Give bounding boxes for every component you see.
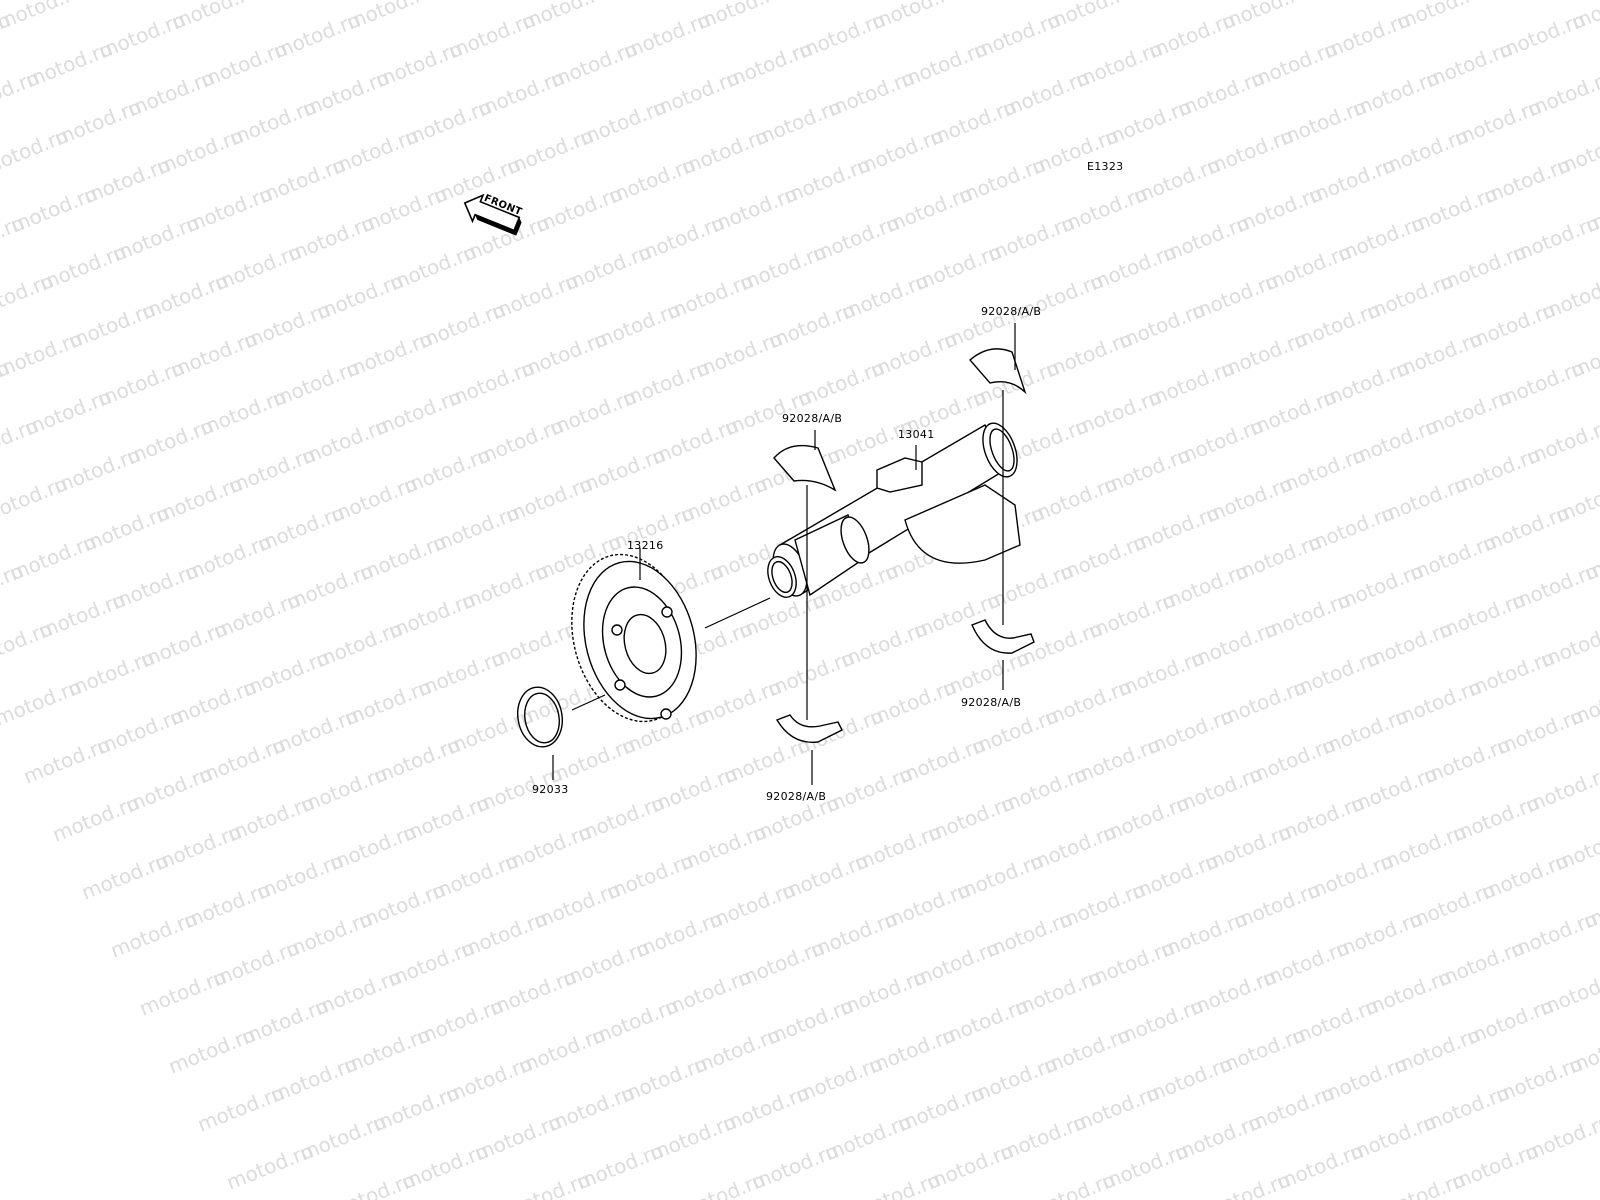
- part-label-92028-bottom-left[interactable]: 92028/A/B: [766, 790, 827, 803]
- diagram-code: E1323: [1087, 160, 1124, 173]
- part-label-92028-top-right[interactable]: 92028/A/B: [981, 305, 1042, 318]
- leader-lines: [552, 323, 1016, 785]
- balancer-gear: [571, 553, 697, 723]
- balancer-shaft: [767, 422, 1021, 598]
- part-label-92028-top-left[interactable]: 92028/A/B: [782, 412, 843, 425]
- front-arrow-icon: [463, 193, 522, 236]
- bearing-shell-top-right: [969, 348, 1027, 395]
- bearing-shell-top-left: [773, 444, 837, 492]
- circlip: [517, 686, 563, 748]
- part-label-92033[interactable]: 92033: [532, 783, 569, 796]
- part-label-92028-bottom-right[interactable]: 92028/A/B: [961, 696, 1022, 709]
- part-label-13041[interactable]: 13041: [898, 428, 935, 441]
- part-label-13216[interactable]: 13216: [627, 539, 664, 552]
- bearing-shell-bottom-right: [971, 619, 1035, 654]
- bearing-shell-bottom-left: [775, 714, 843, 744]
